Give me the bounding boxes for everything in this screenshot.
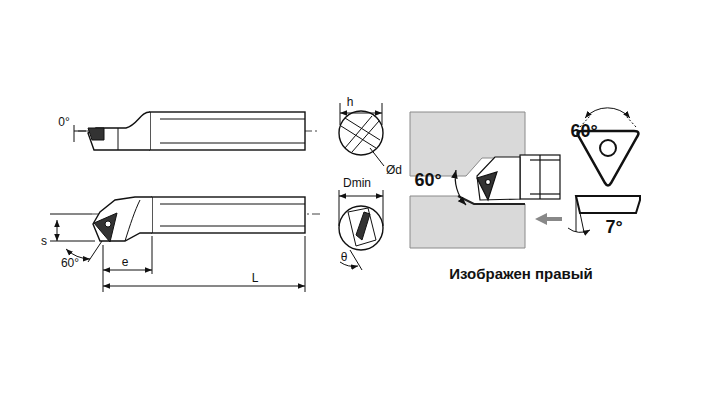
dimension-label: Dmin (343, 177, 371, 189)
angle-label: 0° (58, 116, 69, 128)
dimension-label: Ød (386, 164, 402, 176)
dimension-label: s (41, 235, 47, 247)
dimension-label: h (347, 96, 354, 108)
dimension-label: L (252, 272, 259, 284)
angle-label: θ (341, 251, 348, 263)
angle-label: 60° (414, 171, 441, 189)
caption-note: Изображен правый (449, 266, 593, 281)
angle-label: 60° (570, 122, 597, 140)
angle-label: 7° (605, 218, 622, 236)
dimension-label: e (122, 256, 129, 268)
angle-label: 60° (61, 257, 79, 269)
